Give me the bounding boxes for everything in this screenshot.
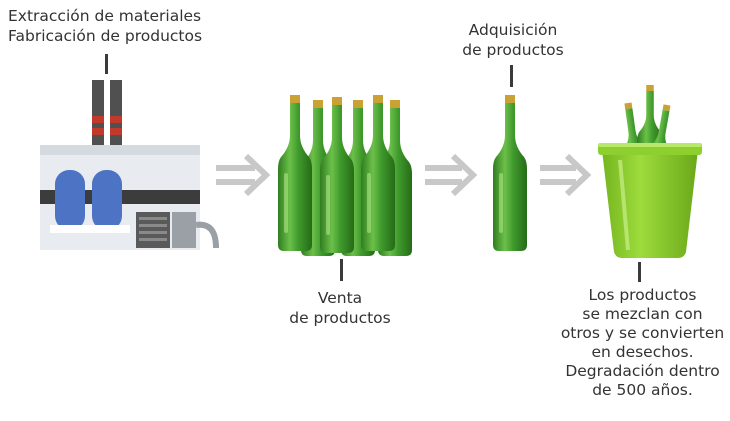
bottle-icon xyxy=(493,95,527,251)
label-disposal-line-3: otros y se convierten xyxy=(560,324,725,342)
label-disposal-line-6: de 500 años. xyxy=(592,381,693,399)
bottle-cluster-icon xyxy=(278,95,412,256)
label-extraction-line-2: Fabricación de productos xyxy=(8,27,203,45)
label-disposal-line-4: en desechos. xyxy=(591,343,694,361)
arrow-icon-3 xyxy=(540,153,592,197)
label-extraction-line-1: Extracción de materiales xyxy=(8,7,202,25)
label-sale-line-2: de productos xyxy=(289,309,391,327)
connector-acquisition xyxy=(510,65,513,87)
label-acquisition-line-2: de productos xyxy=(462,41,564,59)
arrow-icon-1 xyxy=(216,153,271,197)
connector-extraction xyxy=(105,54,108,74)
connector-sale xyxy=(340,259,343,281)
factory-icon xyxy=(40,80,219,250)
label-acquisition: Adquisición de productos xyxy=(448,20,578,60)
label-acquisition-line-1: Adquisición xyxy=(468,21,558,39)
label-extraction: Extracción de materiales Fabricación de … xyxy=(8,6,202,46)
label-sale-line-1: Venta xyxy=(317,289,363,307)
label-disposal-line-5: Degradación dentro xyxy=(565,362,720,380)
label-sale: Venta de productos xyxy=(275,288,405,328)
label-disposal-line-1: Los productos xyxy=(588,286,697,304)
label-disposal: Los productos se mezclan con otros y se … xyxy=(560,286,725,400)
arrow-icon-2 xyxy=(425,153,478,197)
waste-bin-icon xyxy=(598,85,702,258)
label-disposal-line-2: se mezclan con xyxy=(582,305,703,323)
connector-disposal xyxy=(638,262,641,282)
